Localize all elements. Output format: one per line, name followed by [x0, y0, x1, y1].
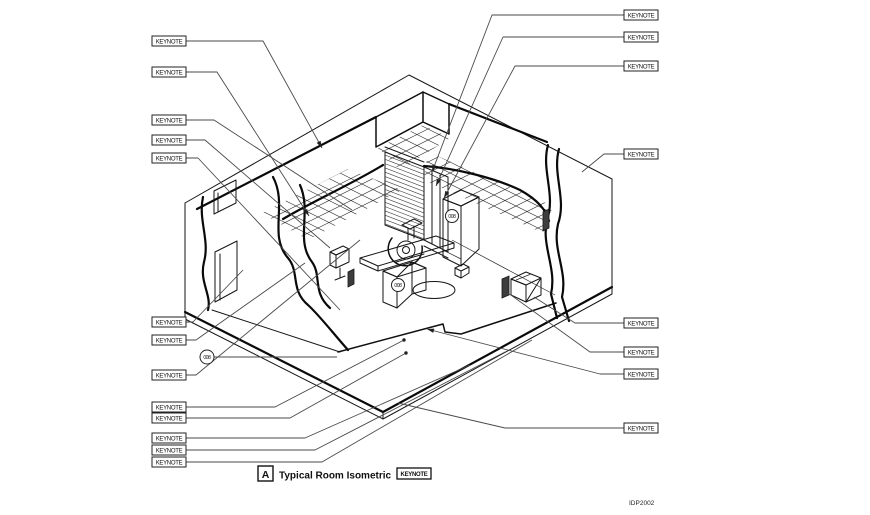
- keynote-tag[interactable]: KEYNOTE: [151, 114, 187, 126]
- equipment-tag-label: 008: [203, 355, 211, 361]
- roof-outer-edge: [184, 74, 613, 204]
- keynote-tag-label: KEYNOTE: [628, 322, 655, 328]
- keynote-tag[interactable]: KEYNOTE: [623, 148, 659, 160]
- keynote-tag[interactable]: KEYNOTE: [623, 422, 659, 434]
- keynote-tag[interactable]: KEYNOTE: [151, 401, 187, 413]
- left-wall: [200, 175, 350, 353]
- ceiling-break-line-right: [422, 164, 551, 223]
- keynote-tag-label: KEYNOTE: [628, 14, 655, 20]
- wall-base-line: [211, 309, 341, 353]
- keynote-tag[interactable]: KEYNOTE: [151, 316, 187, 328]
- keynote-tag-label: KEYNOTE: [156, 119, 183, 125]
- keynote-tag-label: KEYNOTE: [156, 417, 183, 423]
- keynote-tag-label: KEYNOTE: [156, 157, 183, 163]
- louvered-window: [384, 146, 449, 259]
- equipment-tag[interactable]: 008: [199, 349, 215, 365]
- keynote-tag[interactable]: KEYNOTE: [151, 152, 187, 164]
- keynote-tag-label: KEYNOTE: [156, 449, 183, 455]
- keynote-tag[interactable]: KEYNOTE: [151, 134, 187, 146]
- electronics-cabinet: [442, 189, 480, 267]
- floor-junction-box: [510, 271, 542, 303]
- keynote-tag[interactable]: KEYNOTE: [623, 317, 659, 329]
- keynote-tag-label: KEYNOTE: [628, 65, 655, 71]
- keynote-tag[interactable]: KEYNOTE: [151, 334, 187, 346]
- keynote-tag-label: KEYNOTE: [156, 321, 183, 327]
- interior-wall-break-2: [298, 183, 332, 310]
- keynote-tag[interactable]: KEYNOTE: [151, 432, 187, 444]
- right-wall-break-1: [544, 143, 559, 320]
- leader-lines: [186, 14, 624, 463]
- keynote-tag[interactable]: KEYNOTE: [623, 346, 659, 358]
- floor-finish-line: [337, 302, 557, 353]
- equipment-tag-label: 008: [394, 283, 402, 289]
- ceiling-alcove: [375, 91, 450, 148]
- floor-item-bar-1: [347, 268, 355, 288]
- floor-item-small-box: [454, 263, 470, 279]
- ceiling-inner-edge-left: [195, 115, 378, 211]
- keynote-tag[interactable]: KEYNOTE: [151, 412, 187, 424]
- keynote-tag-label: KEYNOTE: [156, 374, 183, 380]
- equipment-footprint: [412, 281, 456, 299]
- keynote-tag[interactable]: KEYNOTE: [623, 31, 659, 43]
- wall-break-edge: [200, 195, 210, 312]
- keynote-tag-label: KEYNOTE: [156, 71, 183, 77]
- right-wall: [544, 143, 571, 323]
- keynote-tag[interactable]: KEYNOTE: [151, 35, 187, 47]
- door-opening: [214, 240, 238, 303]
- equipment-tag[interactable]: 008: [445, 209, 459, 223]
- keynote-tag[interactable]: KEYNOTE: [151, 444, 187, 456]
- keynote-tag-label: KEYNOTE: [628, 36, 655, 42]
- keynote-tag-label: KEYNOTE: [156, 461, 183, 467]
- title-keynote-label: KEYNOTE: [401, 472, 428, 478]
- drawing-number: IDP2002: [629, 500, 655, 507]
- keynote-tag-label: KEYNOTE: [628, 153, 655, 159]
- detail-letter: A: [262, 469, 270, 481]
- keynote-tag-label: KEYNOTE: [156, 406, 183, 412]
- detail-letter-box: [257, 465, 274, 482]
- keynote-tag[interactable]: KEYNOTE: [623, 368, 659, 380]
- right-wall-break-2: [555, 147, 571, 323]
- ceiling-inner-edge-right: [447, 102, 549, 144]
- interior-wall-break-1: [271, 175, 350, 352]
- keynote-tag-label: KEYNOTE: [628, 427, 655, 433]
- title-keynote-box[interactable]: [396, 467, 432, 480]
- title-block: A Typical Room Isometric KEYNOTE: [257, 465, 432, 482]
- keynote-tags: KEYNOTE KEYNOTE KEYNOTE KEYNOTE KEYNOTE KEYNO…: [151, 9, 659, 468]
- ceiling-break-line-left: [281, 163, 385, 221]
- keynote-tag[interactable]: KEYNOTE: [151, 456, 187, 468]
- room-shell: [183, 74, 614, 420]
- wall-item-bar: [542, 208, 550, 232]
- base-cabinet: [382, 261, 427, 309]
- keynote-tag[interactable]: KEYNOTE: [151, 66, 187, 78]
- keynote-tag-label: KEYNOTE: [156, 339, 183, 345]
- keynote-tag[interactable]: KEYNOTE: [623, 60, 659, 72]
- equipment: [329, 189, 550, 309]
- wall-upper-opening: [213, 179, 237, 215]
- equipment-tag-label: 008: [448, 214, 456, 220]
- keynote-tag-label: KEYNOTE: [156, 40, 183, 46]
- floor-item-bar-2: [501, 275, 510, 299]
- back-wall-base: [451, 239, 556, 296]
- keynote-tag-label: KEYNOTE: [156, 437, 183, 443]
- keynote-tag[interactable]: KEYNOTE: [151, 369, 187, 381]
- keynote-tag[interactable]: KEYNOTE: [623, 9, 659, 21]
- keynote-tag-label: KEYNOTE: [628, 373, 655, 379]
- drawing-title: Typical Room Isometric: [279, 471, 392, 482]
- equipment-tag[interactable]: 008: [391, 278, 405, 292]
- keynote-tag-label: KEYNOTE: [628, 351, 655, 357]
- patient-table: [359, 235, 455, 272]
- keynote-tag-label: KEYNOTE: [156, 139, 183, 145]
